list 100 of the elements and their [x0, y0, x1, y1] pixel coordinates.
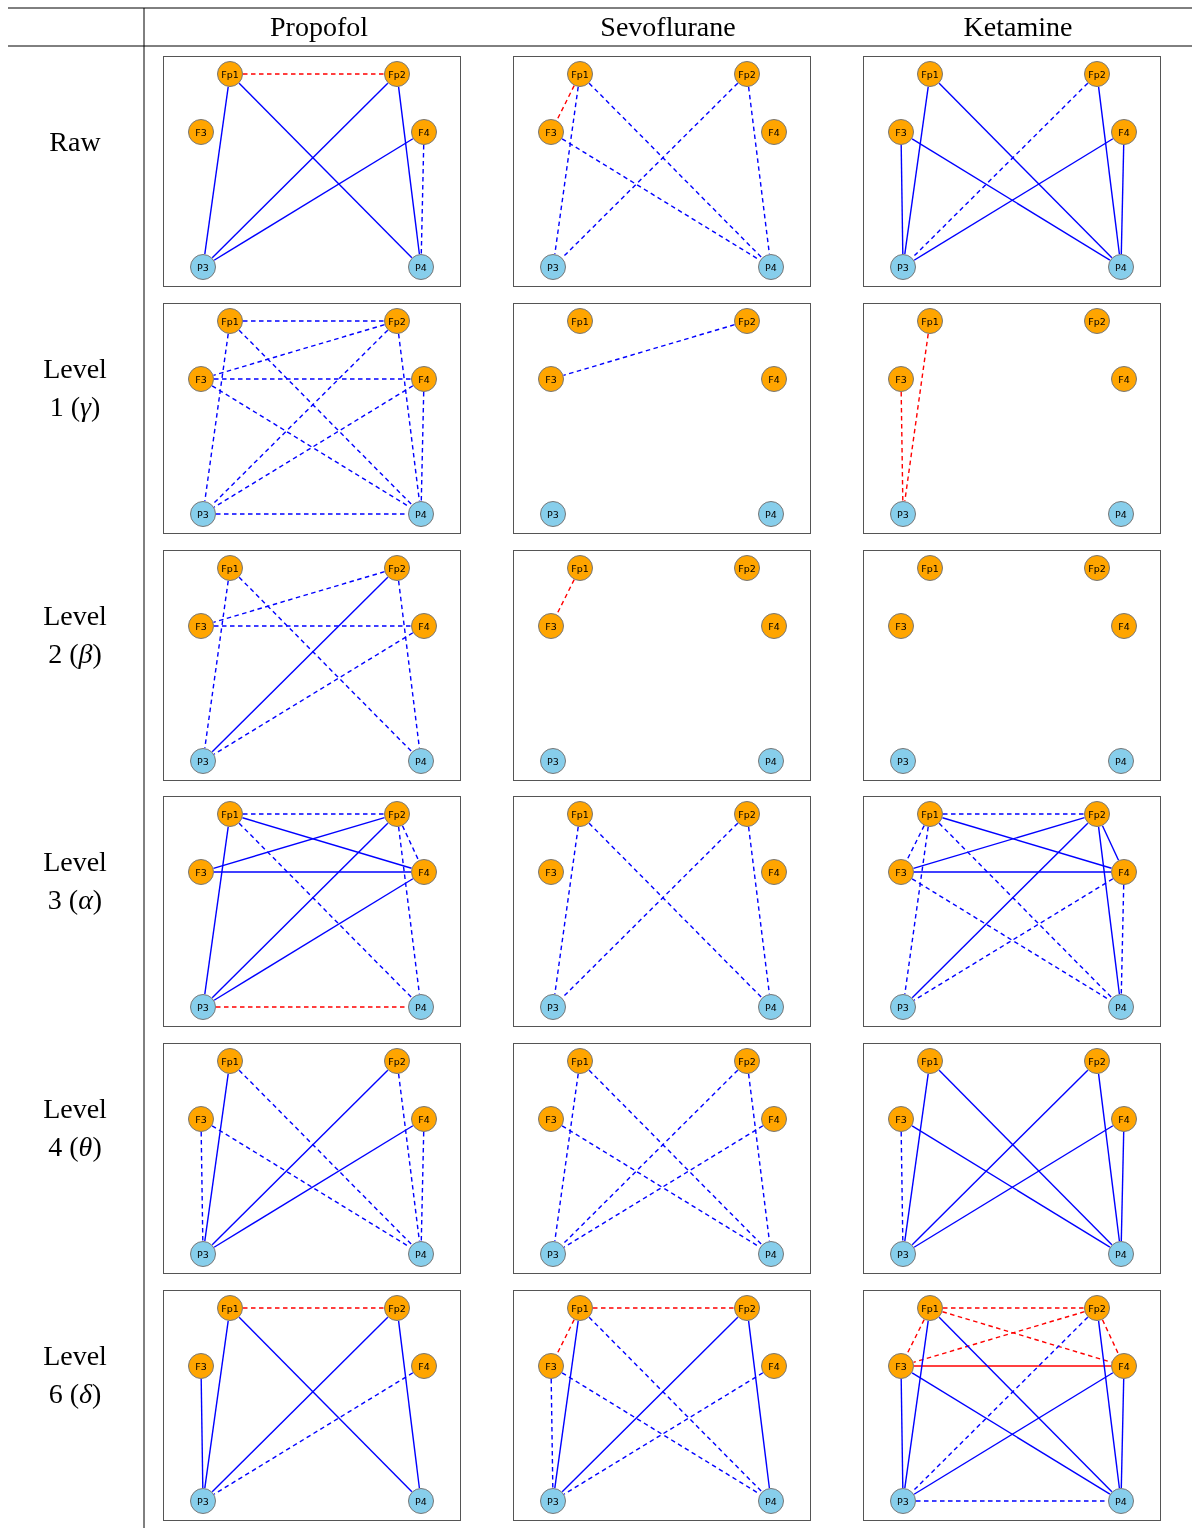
edge-line: [1101, 825, 1120, 861]
edge-line: [561, 1316, 739, 1493]
edge-line: [906, 1318, 925, 1356]
edge-line: [211, 329, 389, 506]
electrode-node: F3: [538, 1106, 564, 1132]
electrode-node: Fp1: [217, 1295, 243, 1321]
column-header: Propofol: [270, 10, 368, 45]
edge-line: [1120, 884, 1125, 995]
edge-line: [1101, 1319, 1120, 1355]
electrode-node: P4: [758, 994, 784, 1020]
electrode-node: P4: [758, 1241, 784, 1267]
electrode-node: Fp1: [917, 61, 943, 87]
edge-line: [554, 86, 579, 255]
graph-panel: [163, 796, 461, 1027]
electrode-node: F3: [888, 859, 914, 885]
edge-line: [942, 1307, 1085, 1309]
graph-panel: [163, 56, 461, 287]
electrode-node: F4: [411, 613, 437, 639]
graph-panel: [163, 303, 461, 534]
electrode-node: Fp2: [1084, 61, 1110, 87]
edge-line: [913, 871, 1112, 873]
electrode-node: Fp2: [734, 308, 760, 334]
electrode-node: Fp1: [917, 555, 943, 581]
edge-line: [242, 1307, 385, 1309]
edge-line: [556, 578, 575, 616]
edge-line: [938, 1316, 1113, 1493]
graph-panel: [163, 1043, 461, 1274]
electrode-node: P4: [758, 1488, 784, 1514]
edge-line: [588, 1316, 763, 1493]
graph-panel: [863, 550, 1161, 781]
electrode-node: P3: [190, 748, 216, 774]
electrode-node: F3: [538, 366, 564, 392]
electrode-node: F3: [538, 119, 564, 145]
electrode-node: F4: [761, 119, 787, 145]
electrode-node: F3: [888, 119, 914, 145]
electrode-node: P4: [408, 501, 434, 527]
edge-line: [904, 826, 929, 995]
electrode-node: P3: [890, 748, 916, 774]
edge-line: [213, 871, 412, 873]
graph-panel: [513, 550, 811, 781]
edge-line: [401, 825, 420, 861]
electrode-node: P4: [1108, 501, 1134, 527]
edge-line: [938, 822, 1113, 999]
edge-line: [1120, 1378, 1125, 1489]
electrode-node: Fp1: [217, 801, 243, 827]
electrode-node: P3: [190, 254, 216, 280]
edge-line: [588, 822, 763, 999]
edge-line: [238, 1316, 413, 1493]
electrode-node: Fp2: [384, 1048, 410, 1074]
graph-panel: [163, 550, 461, 781]
edge-line: [904, 1073, 929, 1242]
edge-line: [204, 826, 229, 995]
edge-line: [554, 1073, 579, 1242]
electrode-node: Fp1: [217, 1048, 243, 1074]
electrode-node: F4: [1111, 1106, 1137, 1132]
edge-line: [211, 822, 389, 999]
electrode-node: F3: [538, 859, 564, 885]
graph-panel: [863, 303, 1161, 534]
electrode-node: Fp1: [567, 308, 593, 334]
row-header: Level 3 (α): [43, 845, 107, 917]
electrode-node: P3: [540, 748, 566, 774]
row-header: Raw: [49, 125, 101, 160]
electrode-node: P3: [890, 254, 916, 280]
row-header: Level 1 (γ): [43, 352, 107, 424]
electrode-node: F4: [411, 859, 437, 885]
electrode-node: P4: [408, 1241, 434, 1267]
electrode-node: P4: [408, 994, 434, 1020]
electrode-node: Fp2: [734, 61, 760, 87]
edge-line: [911, 1069, 1089, 1246]
electrode-node: Fp1: [917, 308, 943, 334]
electrode-node: P4: [1108, 748, 1134, 774]
edge-line: [213, 138, 414, 261]
edge-line: [204, 580, 229, 749]
graph-panel: [863, 1043, 1161, 1274]
edge-line: [211, 82, 389, 259]
edge-line: [204, 1320, 229, 1489]
edge-line: [900, 1131, 904, 1242]
graph-panel: [513, 303, 811, 534]
electrode-node: P4: [758, 501, 784, 527]
electrode-node: F4: [1111, 1353, 1137, 1379]
electrode-node: F3: [888, 1106, 914, 1132]
electrode-node: Fp2: [384, 61, 410, 87]
electrode-node: P4: [758, 254, 784, 280]
electrode-node: Fp2: [384, 308, 410, 334]
edge-line: [911, 1316, 1089, 1493]
electrode-node: F4: [411, 366, 437, 392]
edge-line: [550, 1378, 554, 1489]
edge-line: [238, 82, 413, 259]
electrode-node: P3: [190, 994, 216, 1020]
edge-line: [942, 813, 1085, 815]
electrode-node: Fp1: [917, 1048, 943, 1074]
edge-line: [1120, 1131, 1125, 1242]
electrode-node: F4: [1111, 859, 1137, 885]
electrode-node: F3: [188, 1353, 214, 1379]
electrode-node: P4: [1108, 994, 1134, 1020]
edge-line: [242, 320, 385, 322]
electrode-node: Fp1: [917, 1295, 943, 1321]
edge-line: [904, 1320, 929, 1489]
graph-panel: [863, 796, 1161, 1027]
electrode-node: Fp1: [567, 1295, 593, 1321]
